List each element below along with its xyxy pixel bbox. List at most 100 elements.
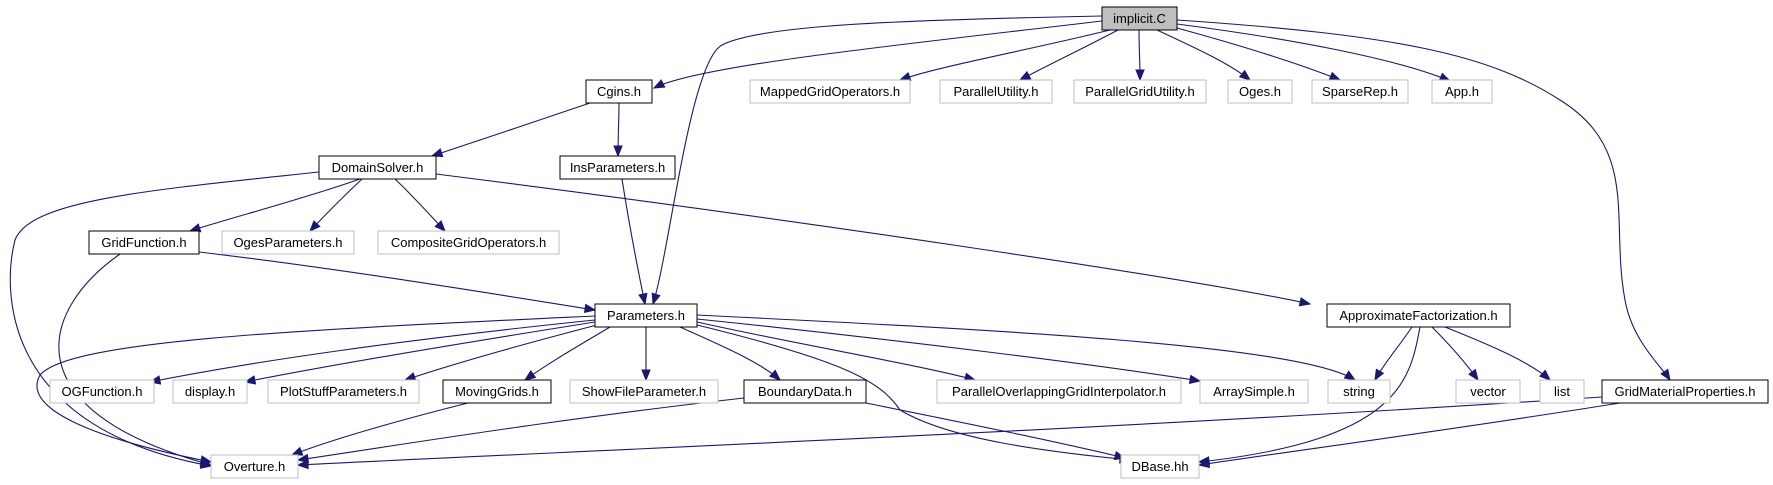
node-box: [559, 155, 676, 180]
node-InsParameters_h[interactable]: InsParameters.h: [559, 155, 676, 180]
node-label: vector: [1470, 384, 1506, 399]
node-box: [1455, 379, 1521, 404]
node-implicit_C[interactable]: implicit.C: [1101, 6, 1178, 31]
node-label: OgesParameters.h: [233, 235, 342, 250]
arrowhead: [1238, 69, 1252, 81]
node-label: list: [1554, 384, 1570, 399]
node-box: [172, 379, 248, 404]
edge-line: [36, 315, 596, 463]
node-label: OGFunction.h: [62, 384, 143, 399]
node-Cgins_h[interactable]: Cgins.h: [585, 79, 653, 104]
node-box: [318, 155, 437, 180]
edge-line: [9, 171, 320, 467]
node-box: [743, 379, 867, 404]
arrowhead: [1539, 369, 1552, 381]
node-vector: vector: [1455, 379, 1521, 404]
edge-ApproximateFactorization_h-to-list: [1444, 326, 1552, 381]
edge-line: [1198, 326, 1421, 463]
edge-implicit_C-to-ParallelGridUtility_h: [1135, 29, 1145, 82]
arrowhead: [652, 79, 666, 89]
node-box: [569, 379, 719, 404]
edge-Parameters_h-to-string: [696, 314, 1357, 381]
node-MovingGrids_h[interactable]: MovingGrids.h: [442, 379, 552, 404]
node-label: DBase.hh: [1131, 459, 1188, 474]
node-label: MappedGridOperators.h: [760, 84, 900, 99]
edge-line: [696, 314, 1356, 381]
node-box: [1311, 79, 1409, 104]
node-box: [1227, 79, 1293, 104]
node-label: PlotStuffParameters.h: [280, 384, 407, 399]
arrowhead: [1660, 368, 1671, 382]
edge-line: [865, 402, 1126, 459]
edge-implicit_C-to-Cgins_h: [652, 20, 1103, 89]
node-box: [1101, 6, 1178, 31]
node-box: [1120, 454, 1200, 479]
edge-line: [1019, 29, 1119, 81]
node-label: Oges.h: [1239, 84, 1281, 99]
node-box: [377, 230, 560, 255]
node-box: [1327, 379, 1391, 404]
node-DomainSolver_h[interactable]: DomainSolver.h: [318, 155, 437, 180]
arrowhead: [638, 292, 648, 306]
node-box: [210, 454, 299, 479]
edge-line: [696, 321, 976, 381]
edge-line: [297, 397, 745, 461]
node-ApproximateFactorization_h[interactable]: ApproximateFactorization.h: [1326, 303, 1511, 328]
node-ParallelGridUtility_h: ParallelGridUtility.h: [1073, 79, 1207, 104]
edge-line: [58, 253, 212, 466]
arrowhead: [1468, 368, 1479, 382]
arrowhead: [434, 220, 446, 232]
edge-line: [431, 102, 591, 157]
node-box: [267, 379, 420, 404]
edge-ApproximateFactorization_h-to-vector: [1431, 326, 1479, 382]
arrowhead: [1197, 458, 1211, 469]
node-OgesParameters_h: OgesParameters.h: [221, 230, 355, 255]
node-label: string: [1343, 384, 1375, 399]
edge-implicit_C-to-SparseRep_h: [1176, 27, 1342, 81]
node-label: ArraySimple.h: [1213, 384, 1295, 399]
node-display_h: display.h: [172, 379, 248, 404]
edge-line: [696, 318, 1201, 382]
node-box: [749, 79, 911, 104]
node-box: [1326, 303, 1511, 328]
edge-implicit_C-to-App_h: [1176, 23, 1452, 82]
node-box: [1073, 79, 1207, 104]
edge-line: [652, 15, 1103, 305]
node-PlotStuffParameters_h: PlotStuffParameters.h: [267, 379, 420, 404]
node-Parameters_h[interactable]: Parameters.h: [594, 303, 698, 328]
edge-implicit_C-to-MappedGridOperators_h: [898, 29, 1111, 82]
node-label: GridFunction.h: [101, 235, 186, 250]
arrowhead: [309, 220, 321, 232]
node-App_h: App.h: [1431, 79, 1493, 104]
node-label: MovingGrids.h: [455, 384, 539, 399]
edge-Parameters_h-to-display_h: [243, 321, 596, 385]
edge-line: [1156, 29, 1251, 81]
edge-line: [189, 178, 361, 232]
node-box: [442, 379, 552, 404]
node-DBase_hh: DBase.hh: [1120, 454, 1200, 479]
arrowhead: [769, 369, 782, 381]
edge-line: [297, 396, 1603, 466]
node-Oges_h: Oges.h: [1227, 79, 1293, 104]
node-GridMaterialProperties_h[interactable]: GridMaterialProperties.h: [1601, 379, 1769, 404]
edge-GridMaterialProperties_h-to-DBase_hh: [1197, 402, 1621, 469]
node-label: ParallelUtility.h: [953, 84, 1038, 99]
node-GridFunction_h[interactable]: GridFunction.h: [88, 230, 200, 255]
arrowhead: [430, 148, 444, 158]
edge-line: [899, 29, 1111, 81]
arrowhead: [1018, 70, 1032, 81]
edge-Parameters_h-to-Overture_h: [36, 315, 596, 465]
node-label: App.h: [1445, 84, 1479, 99]
edge-DomainSolver_h-to-ApproximateFactorization_h: [435, 173, 1312, 307]
node-ParallelOverlappingGridInterpolator_h: ParallelOverlappingGridInterpolator.h: [936, 379, 1182, 404]
edge-Parameters_h-to-ShowFileParameter_h: [641, 327, 651, 382]
arrowhead: [523, 370, 537, 381]
node-label: ShowFileParameter.h: [582, 384, 706, 399]
node-box: [49, 379, 155, 404]
edge-DomainSolver_h-to-Overture_h: [9, 171, 320, 469]
node-BoundaryData_h[interactable]: BoundaryData.h: [743, 379, 867, 404]
node-label: implicit.C: [1113, 11, 1166, 26]
node-box: [88, 230, 200, 255]
